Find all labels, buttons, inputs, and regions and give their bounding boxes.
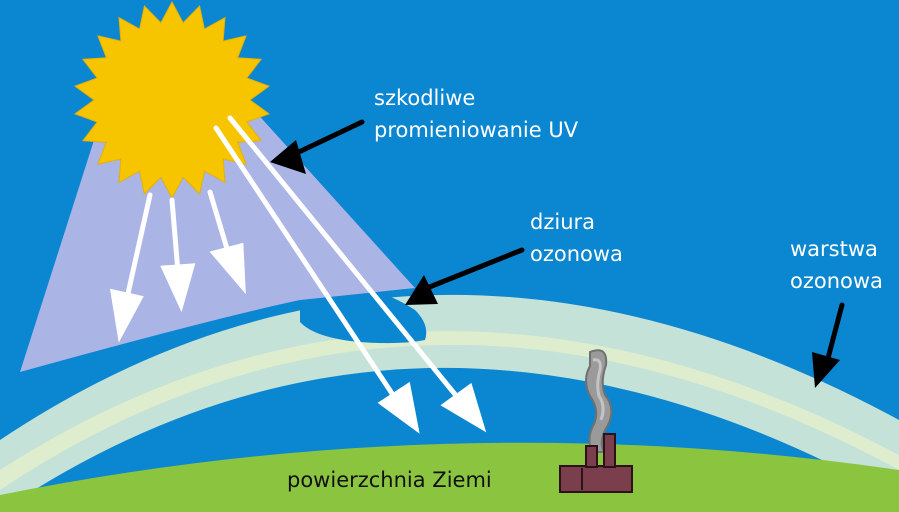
ground-label: powierzchnia Ziemi	[287, 468, 492, 492]
pointer-layer-head	[812, 352, 840, 388]
ozone-hole-label-line1: dziura	[530, 210, 595, 234]
uv-label: szkodliwe promieniowanie UV	[374, 82, 578, 146]
pointer-hole	[419, 247, 525, 293]
factory-icon	[559, 433, 633, 493]
uv-label-line1: szkodliwe	[374, 86, 476, 110]
pointer-hole-head	[405, 275, 438, 305]
factory-body	[559, 465, 633, 493]
ozone-layer-band	[0, 294, 899, 512]
uv-arrow-1-head	[109, 288, 144, 343]
factory-chimney-2	[603, 433, 616, 468]
uv-label-line2: promieniowanie UV	[374, 118, 579, 142]
uv-arrow-4-shaft	[213, 125, 398, 401]
ozone-layer-band-inner	[0, 331, 899, 490]
pointer-uv-head	[270, 140, 306, 174]
uv-arrows	[109, 115, 487, 434]
uv-arrow-5-head	[440, 382, 487, 433]
ozone-hole-label: dziura ozonowa	[530, 206, 623, 270]
ozone-layer-label: warstwa ozonowa	[790, 233, 883, 297]
smoke-icon	[585, 349, 613, 453]
uv-arrow-3-head	[209, 242, 246, 295]
uv-arrow-2-head	[160, 263, 196, 313]
uv-arrow-1-shaft	[124, 192, 153, 301]
uv-arrow-5-shaft	[227, 115, 461, 401]
pointer-arrows	[270, 119, 845, 388]
earth-surface	[0, 442, 899, 512]
uv-arrow-3-shaft	[207, 189, 231, 255]
factory-chimney-1	[585, 445, 598, 468]
ozone-hole	[300, 282, 427, 344]
uv-arrow-2-shaft	[169, 197, 181, 275]
ozone-layer-label-line2: ozonowa	[790, 269, 883, 293]
ozone-layer-label-line1: warstwa	[790, 237, 878, 261]
ozone-hole-label-line2: ozonowa	[530, 242, 623, 266]
uv-arrow-4-head	[377, 381, 420, 434]
pointer-layer	[824, 302, 845, 365]
